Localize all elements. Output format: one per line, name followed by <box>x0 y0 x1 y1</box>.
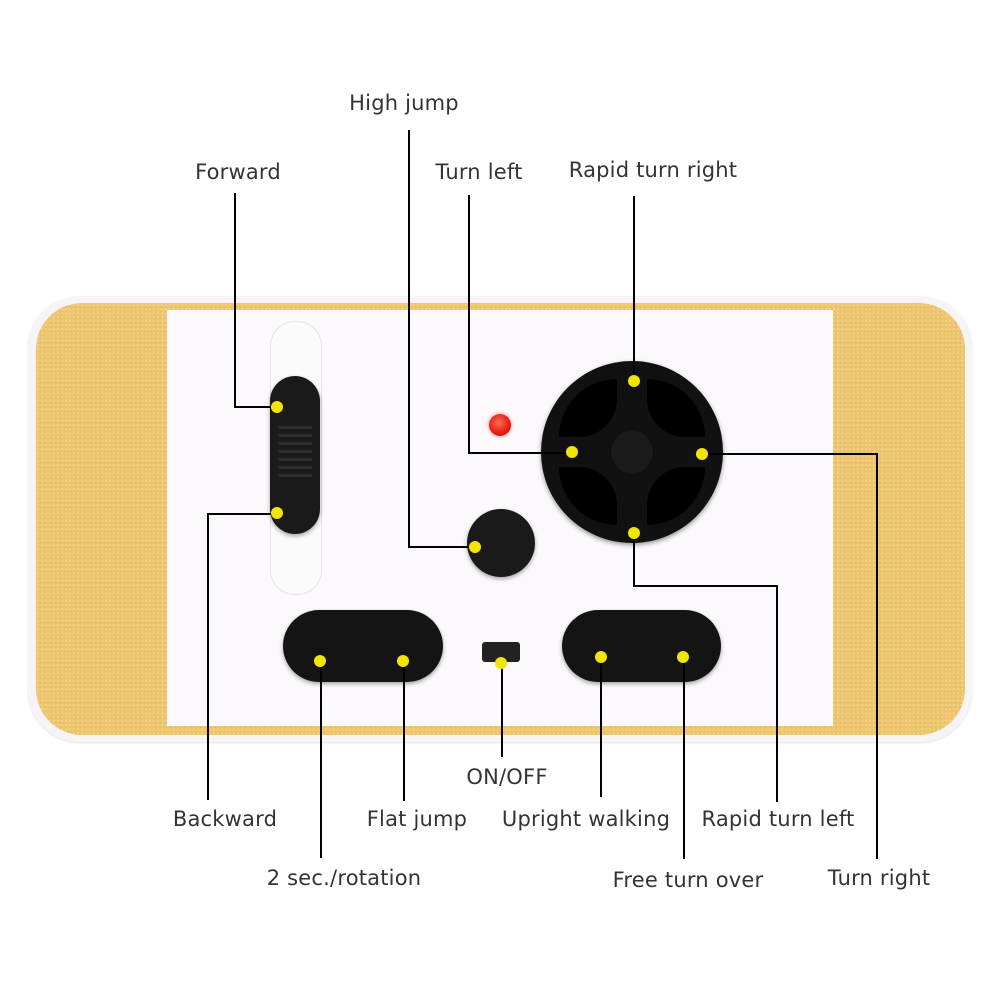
leader-line <box>702 453 878 455</box>
label-upright-walking: Upright walking <box>501 807 671 831</box>
direction-pad[interactable] <box>541 361 723 543</box>
marker-dot <box>271 507 283 519</box>
grip-line <box>278 466 312 469</box>
label-on-off: ON/OFF <box>466 765 548 789</box>
marker-dot <box>495 657 507 669</box>
leader-line <box>776 585 778 802</box>
dpad-corner <box>647 379 705 437</box>
label-free-turn-over: Free turn over <box>612 868 764 892</box>
marker-dot <box>566 446 578 458</box>
grip-line <box>278 426 312 429</box>
label-rapid-turn-right: Rapid turn right <box>568 158 738 182</box>
grip-line <box>278 450 312 453</box>
rotation-flatjump-button[interactable] <box>283 610 443 682</box>
marker-dot <box>595 651 607 663</box>
leader-line <box>234 193 236 407</box>
leader-line <box>408 130 410 547</box>
leader-line <box>876 453 878 859</box>
leader-line <box>207 513 276 515</box>
grip-line <box>278 442 312 445</box>
dpad-corner <box>647 467 705 525</box>
marker-dot <box>696 448 708 460</box>
leader-line <box>600 657 602 797</box>
marker-dot <box>677 651 689 663</box>
grip-line <box>278 458 312 461</box>
label-flat-jump: Flat jump <box>366 807 468 831</box>
grip-line <box>278 434 312 437</box>
leader-line <box>501 657 503 757</box>
label-rapid-turn-left: Rapid turn left <box>701 807 855 831</box>
dpad-corner <box>559 467 617 525</box>
leader-line <box>408 546 476 548</box>
walking-turnover-button[interactable] <box>562 610 721 682</box>
label-two-sec-rotation: 2 sec./rotation <box>266 866 422 890</box>
leader-line <box>468 195 470 453</box>
marker-dot <box>469 541 481 553</box>
marker-dot <box>314 655 326 667</box>
leader-line <box>683 657 685 859</box>
marker-dot <box>628 375 640 387</box>
leader-line <box>633 196 635 380</box>
label-high-jump: High jump <box>349 91 459 115</box>
marker-dot <box>271 401 283 413</box>
label-turn-left: Turn left <box>435 160 523 184</box>
power-switch[interactable] <box>482 642 520 662</box>
label-backward: Backward <box>172 807 278 831</box>
label-turn-right: Turn right <box>827 866 931 890</box>
dpad-center <box>611 431 653 473</box>
leader-line <box>207 513 209 800</box>
leader-line <box>468 452 572 454</box>
leader-line <box>633 533 635 586</box>
leader-line <box>403 661 405 801</box>
grip-line <box>278 474 312 477</box>
leader-line <box>633 585 778 587</box>
dpad-corner <box>559 379 617 437</box>
leader-line <box>320 661 322 858</box>
leader-line <box>234 406 276 408</box>
marker-dot <box>628 527 640 539</box>
label-forward: Forward <box>195 160 281 184</box>
power-led-indicator <box>489 414 511 436</box>
marker-dot <box>397 655 409 667</box>
